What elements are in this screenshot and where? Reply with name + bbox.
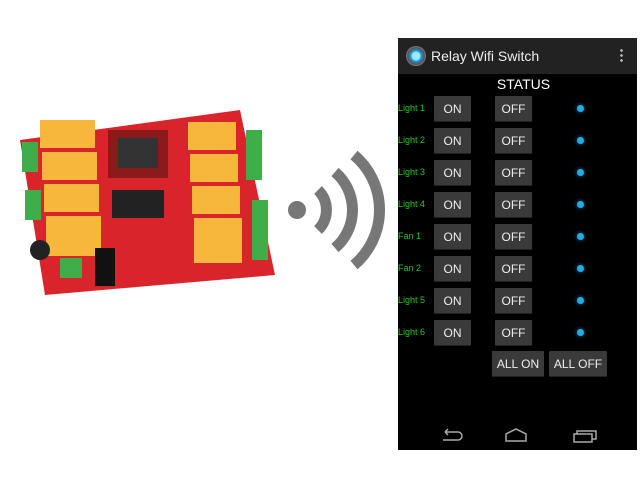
- app-icon: [406, 46, 426, 66]
- on-button[interactable]: ON: [434, 320, 471, 346]
- all-on-button[interactable]: ALL ON: [492, 351, 544, 377]
- off-button[interactable]: OFF: [495, 128, 532, 154]
- all-off-button[interactable]: ALL OFF: [549, 351, 607, 377]
- app-title: Relay Wifi Switch: [431, 48, 540, 64]
- off-button[interactable]: OFF: [495, 160, 532, 186]
- relay-row: Light 2 ON OFF: [398, 128, 637, 154]
- relay-label: Light 3: [398, 167, 426, 177]
- status-indicator: [577, 329, 584, 336]
- on-button[interactable]: ON: [434, 256, 471, 282]
- back-icon[interactable]: [443, 428, 463, 441]
- status-indicator: [577, 265, 584, 272]
- relay-label: Light 4: [398, 199, 426, 209]
- off-button[interactable]: OFF: [495, 224, 532, 250]
- on-button[interactable]: ON: [434, 96, 471, 122]
- wifi-signal-icon: [288, 150, 386, 270]
- status-heading: STATUS: [496, 76, 551, 92]
- navigation-bar: [443, 428, 597, 443]
- on-button[interactable]: ON: [434, 192, 471, 218]
- relay-row: Fan 2 ON OFF: [398, 256, 637, 282]
- relay-label: Fan 1: [398, 231, 422, 241]
- relay-label: Light 6: [398, 327, 426, 337]
- off-button[interactable]: OFF: [495, 256, 532, 282]
- status-indicator: [577, 201, 584, 208]
- status-indicator: [577, 233, 584, 240]
- off-button[interactable]: OFF: [495, 288, 532, 314]
- off-button[interactable]: OFF: [495, 96, 532, 122]
- all-buttons-row: ALL ON ALL OFF: [398, 351, 637, 377]
- overflow-menu-icon[interactable]: [620, 48, 623, 63]
- relay-label: Light 5: [398, 295, 426, 305]
- on-button[interactable]: ON: [434, 160, 471, 186]
- off-button[interactable]: OFF: [495, 192, 532, 218]
- recents-icon[interactable]: [573, 430, 597, 443]
- relay-row: Light 4 ON OFF: [398, 192, 637, 218]
- home-icon[interactable]: [505, 428, 527, 442]
- on-button[interactable]: ON: [434, 224, 471, 250]
- action-bar: Relay Wifi Switch: [398, 38, 637, 74]
- relay-row: Light 5 ON OFF: [398, 288, 637, 314]
- status-indicator: [577, 137, 584, 144]
- on-button[interactable]: ON: [434, 128, 471, 154]
- relay-label: Light 1: [398, 103, 426, 113]
- relay-board-photo: [20, 110, 275, 295]
- relay-row: Light 3 ON OFF: [398, 160, 637, 186]
- relay-row: Light 1 ON OFF: [398, 96, 637, 122]
- status-indicator: [577, 105, 584, 112]
- relay-row: Light 6 ON OFF: [398, 320, 637, 346]
- status-indicator: [577, 297, 584, 304]
- relay-label: Light 2: [398, 135, 426, 145]
- off-button[interactable]: OFF: [495, 320, 532, 346]
- on-button[interactable]: ON: [434, 288, 471, 314]
- relay-row: Fan 1 ON OFF: [398, 224, 637, 250]
- phone-screen: Relay Wifi Switch STATUS Light 1 ON OFF …: [398, 38, 637, 450]
- status-indicator: [577, 169, 584, 176]
- relay-label: Fan 2: [398, 263, 422, 273]
